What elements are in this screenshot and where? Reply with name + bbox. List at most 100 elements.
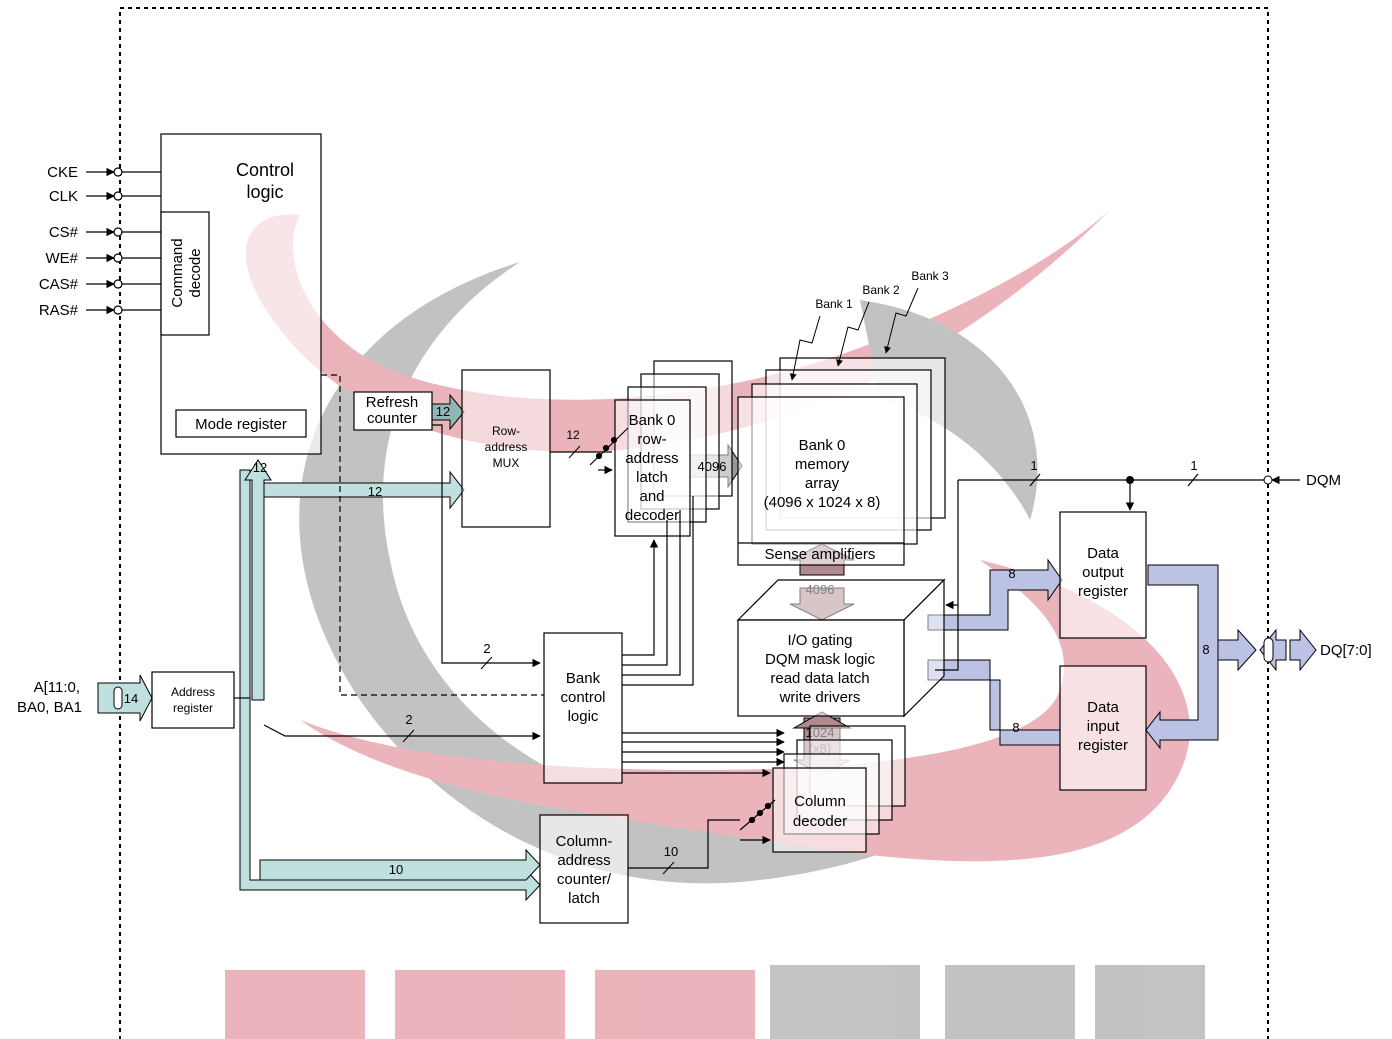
signal-we: WE# [45, 250, 78, 267]
watermark-logo [225, 210, 1205, 1039]
bank-control-logic-block [543, 632, 623, 784]
watermark-gray-arc-right [860, 300, 1038, 520]
bank1-label: Bank 1 [815, 297, 853, 311]
bus-width-latch-to-array: 4096 [698, 459, 727, 474]
column-decoder-block [772, 767, 867, 853]
signal-cas: CAS# [39, 276, 79, 293]
row-mux-label-2: address [485, 440, 528, 454]
addr-input-pin [113, 686, 123, 710]
signal-dqm: DQM [1306, 472, 1341, 489]
row-latch-label-5: and [639, 488, 664, 505]
row-latch-label-1: Bank 0 [629, 412, 676, 429]
row-bank-select-switch [589, 427, 629, 475]
command-decode-label-1: Command [169, 238, 186, 307]
dqm-lines [935, 473, 1300, 671]
row-latch-label-4: latch [636, 469, 668, 486]
row-mux-label-1: Row- [492, 424, 520, 438]
io-gating-block [737, 619, 905, 717]
address-bus [97, 393, 541, 902]
addr-to-bank-ctrl-line [263, 724, 541, 741]
column-address-counter-block [539, 814, 629, 924]
bank2-label: Bank 2 [862, 283, 900, 297]
data-output-register-block [1059, 511, 1147, 639]
control-logic-label-2: logic [246, 182, 283, 202]
bank3-pointer [884, 287, 919, 354]
row-latch-label-2: row- [637, 431, 666, 448]
bank-control-label-2: control [560, 689, 605, 706]
data-output-label-2: output [1082, 564, 1125, 581]
memory-array-label-3: array [805, 475, 840, 492]
bus-width-mode-reg: 12 [253, 460, 267, 475]
bus-width-dqm-left: 1 [1030, 458, 1037, 473]
col-counter-label-2: address [557, 852, 610, 869]
bank0-row-latch-block [614, 399, 691, 537]
bus-width-dqm-right: 1 [1190, 458, 1197, 473]
column-decoder-label-2: decoder [793, 813, 847, 830]
col-counter-label-3: counter/ [557, 871, 612, 888]
col-counter-label-4: latch [568, 890, 600, 907]
bus-width-refresh-to-mux: 12 [436, 404, 450, 419]
bus-width-addr-to-bank: 2 [405, 712, 412, 727]
signal-cs: CS# [49, 224, 79, 241]
data-output-label-3: register [1078, 583, 1128, 600]
mode-register-label: Mode register [195, 416, 287, 433]
address-register-label-2: register [173, 701, 213, 715]
bus-width-addr-to-mux: 12 [368, 484, 382, 499]
control-dashed-line [321, 374, 544, 696]
data-input-label-3: register [1078, 737, 1128, 754]
signal-cke: CKE [47, 164, 78, 181]
dqm-junction [1126, 476, 1134, 484]
row-latch-label-3: address [625, 450, 678, 467]
command-decode-label-2: decode [187, 248, 204, 297]
row-latch-label-6: decoder [625, 507, 679, 524]
io-gating-label-4: write drivers [779, 689, 861, 706]
signal-clk: CLK [49, 188, 78, 205]
io-gating-label-3: read data latch [770, 670, 869, 687]
col-counter-label-1: Column- [556, 833, 613, 850]
control-logic-label-1: Control [236, 160, 294, 180]
signal-addr-line2: BA0, BA1 [17, 699, 82, 716]
data-bus [927, 558, 1317, 750]
memory-array-label-4: (4096 x 1024 x 8) [764, 494, 881, 511]
refresh-counter-label-2: counter [367, 410, 417, 427]
address-register-block [151, 671, 235, 729]
signal-addr-line1: A[11:0, [34, 679, 80, 696]
data-input-label-1: Data [1087, 699, 1119, 716]
row-mux-label-3: MUX [493, 456, 520, 470]
control-inputs [86, 167, 161, 315]
bank-control-label-3: logic [568, 708, 599, 725]
sense-amplifiers-label: Sense amplifiers [765, 546, 876, 563]
watermark-red-swoosh-lower [300, 560, 1190, 862]
column-decoder-label-1: Column [794, 793, 846, 810]
bus-width-addr-to-col: 10 [389, 862, 403, 877]
dq-pin [1263, 637, 1274, 663]
row-address-mux-block [461, 369, 551, 528]
bus-width-refresh-to-bank: 2 [483, 641, 490, 656]
mode-register-block [175, 409, 307, 438]
chip-boundary [119, 7, 1269, 1039]
data-output-label-1: Data [1087, 545, 1119, 562]
bank1-pointer [789, 315, 821, 381]
watermark-text [225, 965, 1205, 1039]
memory-array-label-1: Bank 0 [799, 437, 846, 454]
memory-array-label-2: memory [795, 456, 850, 473]
bus-width-to-output-reg: 8 [1008, 566, 1015, 581]
bus-width-dq: 8 [1202, 642, 1209, 657]
bank2-pointer [836, 301, 870, 367]
signal-dq: DQ[7:0] [1320, 642, 1372, 659]
bank3-label: Bank 3 [911, 269, 949, 283]
command-decode-block [160, 211, 210, 336]
bus-width-mux-to-latch: 12 [566, 428, 580, 442]
bus-width-from-input-reg: 8 [1012, 720, 1019, 735]
refresh-to-bank-ctrl-line [432, 424, 541, 668]
address-register-label-1: Address [171, 685, 215, 699]
data-input-label-2: input [1087, 718, 1120, 735]
refresh-counter-label-1: Refresh [366, 394, 419, 411]
signal-ras: RAS# [39, 302, 79, 319]
bus-width-col-counter-to-dec: 10 [664, 844, 678, 859]
bank-control-label-1: Bank [566, 670, 601, 687]
bus-width-address-in: 14 [124, 691, 138, 706]
refresh-counter-block [353, 391, 433, 431]
io-gating-label-1: I/O gating [787, 632, 852, 649]
